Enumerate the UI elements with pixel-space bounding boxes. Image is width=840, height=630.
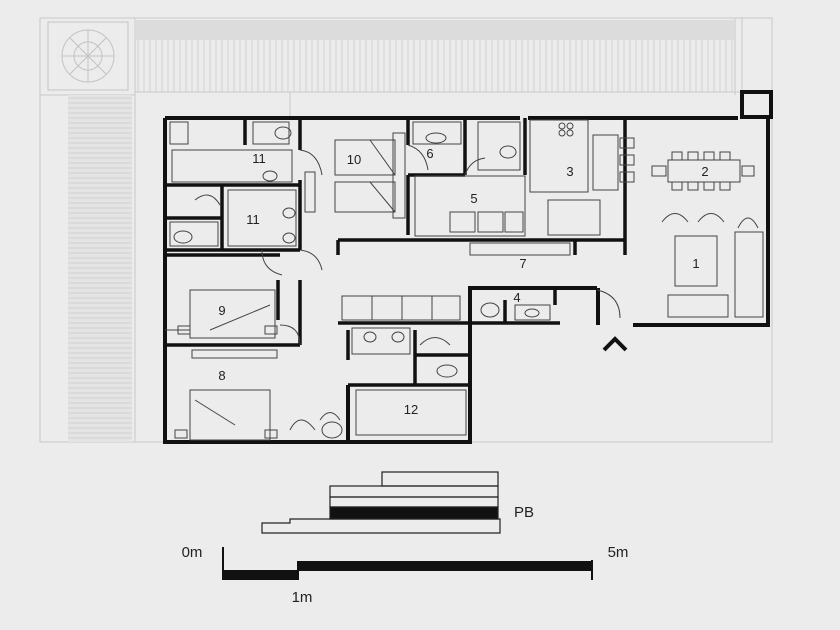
room-label-11-upper: 11 bbox=[252, 151, 266, 166]
room-label-7: 7 bbox=[519, 256, 526, 271]
exterior-walls bbox=[163, 90, 773, 444]
room-label-4: 4 bbox=[513, 290, 520, 305]
room-label-2: 2 bbox=[701, 164, 708, 179]
tree-icon bbox=[47, 21, 129, 91]
entry-arrow-icon bbox=[602, 336, 628, 352]
furniture bbox=[165, 119, 764, 441]
room-label-9: 9 bbox=[218, 303, 225, 318]
room-label-5: 5 bbox=[470, 191, 477, 206]
room-label-8: 8 bbox=[218, 368, 225, 383]
room-label-6: 6 bbox=[426, 146, 433, 161]
room-label-3: 3 bbox=[566, 164, 573, 179]
room-label-12: 12 bbox=[404, 402, 418, 417]
scale-label-1m: 1m bbox=[292, 589, 313, 606]
room-labels: 1 2 3 4 5 6 7 8 9 10 11 11 12 bbox=[218, 146, 708, 417]
interior-walls bbox=[165, 118, 627, 387]
scale-label-5m: 5m bbox=[608, 544, 629, 561]
scale-bar bbox=[222, 547, 593, 580]
planter-left bbox=[68, 95, 132, 442]
room-label-1: 1 bbox=[692, 256, 699, 271]
room-label-10: 10 bbox=[347, 152, 361, 167]
level-label: PB bbox=[514, 504, 534, 521]
level-diagram bbox=[261, 471, 501, 534]
room-label-11-lower: 11 bbox=[246, 212, 260, 227]
hedge-strip bbox=[135, 20, 735, 92]
scale-label-0m: 0m bbox=[182, 544, 203, 561]
